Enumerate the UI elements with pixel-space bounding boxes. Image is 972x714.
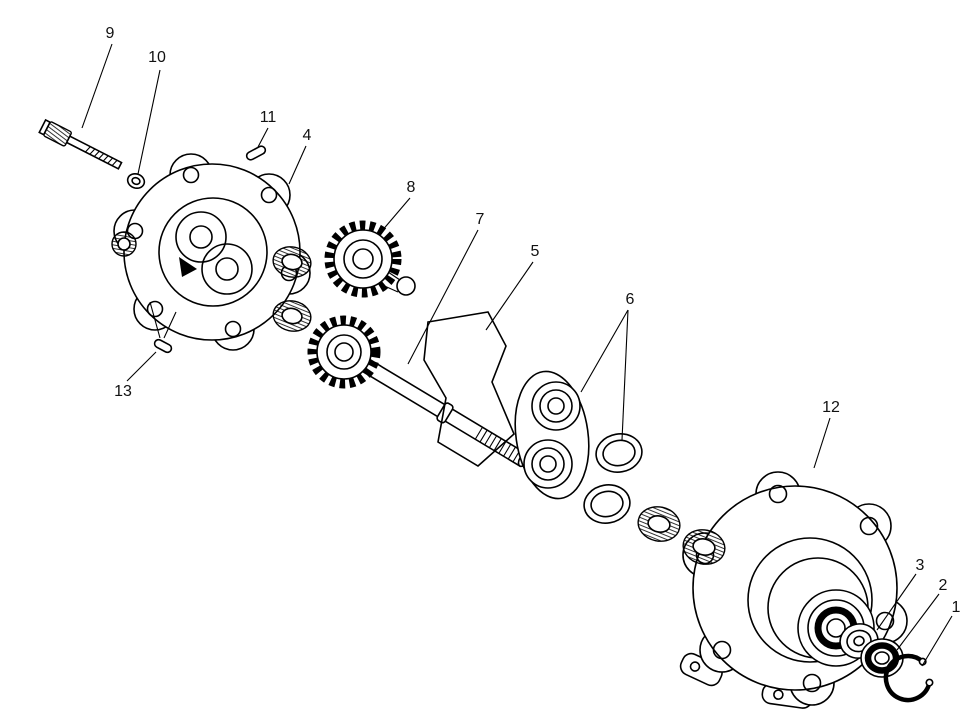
washer xyxy=(126,173,146,189)
callout-label-5: 5 xyxy=(531,243,540,260)
seal-ring-2 xyxy=(583,484,631,524)
needle-bearing-3 xyxy=(637,506,681,542)
cap-screw xyxy=(38,118,123,170)
seal-plate xyxy=(514,370,590,500)
front-housing xyxy=(111,153,311,351)
callout-label-1: 1 xyxy=(952,599,961,616)
callout-label-9: 9 xyxy=(106,25,115,42)
needle-bearing-2 xyxy=(272,300,312,332)
callout-label-12: 12 xyxy=(822,399,840,416)
leader-lines xyxy=(81,43,953,667)
callout-label-7: 7 xyxy=(476,211,485,228)
seal-ring-1 xyxy=(595,433,643,473)
snap-ring xyxy=(883,653,934,703)
callout-label-13: 13 xyxy=(114,383,132,400)
drive-gear-shaft xyxy=(307,315,530,468)
dowel-pin-top xyxy=(245,145,267,161)
callout-labels: 9 10 11 4 8 7 5 6 12 13 321 xyxy=(106,25,961,616)
gasket xyxy=(423,311,515,467)
needle-bearing-4 xyxy=(682,529,726,565)
callout-label-10: 10 xyxy=(148,49,166,66)
callout-label-3: 3 xyxy=(916,557,925,574)
callout-label-11: 11 xyxy=(260,109,277,126)
callout-label-4: 4 xyxy=(303,127,312,144)
idler-gear xyxy=(324,220,416,298)
callout-label-6: 6 xyxy=(626,291,635,308)
callout-label-2: 2 xyxy=(939,577,948,594)
needle-bearing-1 xyxy=(272,246,312,278)
dowel-pin-bottom xyxy=(153,338,173,354)
callout-label-8: 8 xyxy=(407,179,416,196)
